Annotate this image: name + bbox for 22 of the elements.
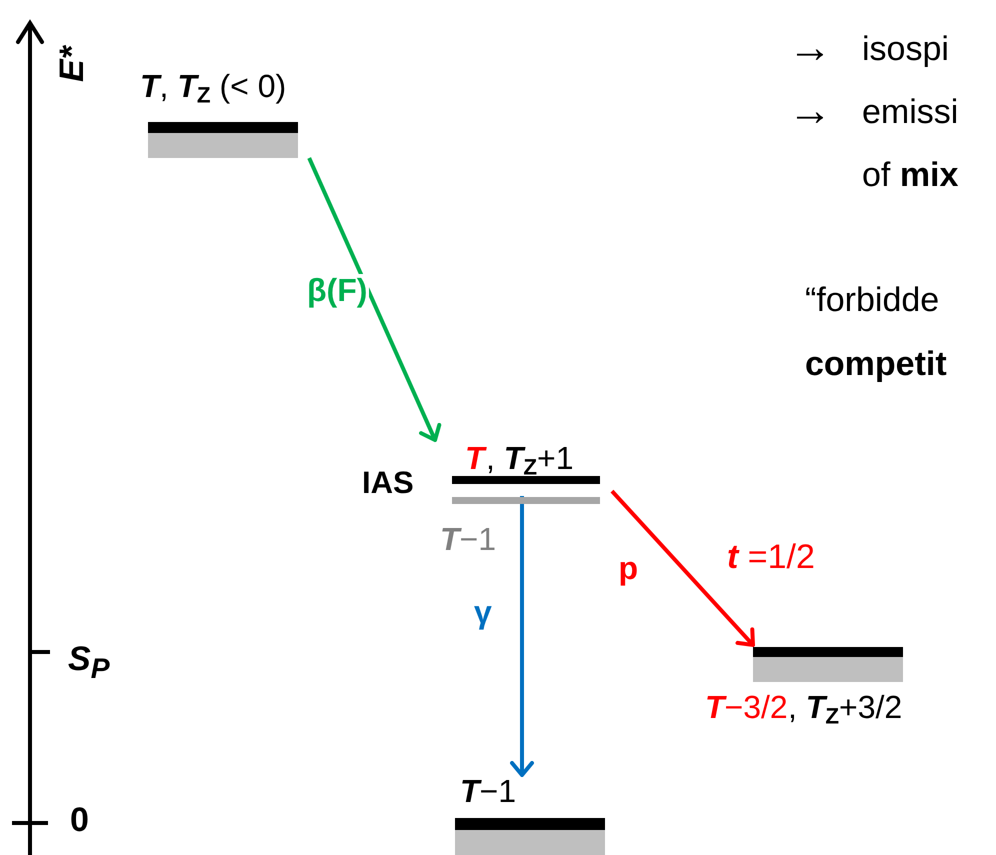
transition-arrow xyxy=(510,496,534,777)
text-label: → xyxy=(788,89,832,133)
text-label: → xyxy=(788,26,832,70)
level-label: T−3/2 xyxy=(705,691,788,723)
text-label: competit xyxy=(805,347,947,381)
text-label: isospi xyxy=(862,32,949,66)
level-label: T−1 xyxy=(460,775,516,807)
level-label: T xyxy=(465,442,485,474)
text-label: S$_{P}$ xyxy=(68,642,110,684)
level-label: , T$_{Z}$+3/2 xyxy=(788,691,902,728)
level-label: , T$_{Z}$+1 xyxy=(486,442,574,479)
text-label: emissi xyxy=(862,95,958,129)
text-label: of mix xyxy=(862,158,958,192)
level-label: IAS xyxy=(362,467,414,498)
text-label: “forbidde xyxy=(805,283,940,317)
text-label: 0 xyxy=(70,803,89,837)
axis-label: E* xyxy=(55,46,89,82)
transition-arrow xyxy=(307,157,442,442)
level-label: T, T$_{Z}$ (< 0) xyxy=(140,70,286,107)
level-label: T−1 xyxy=(440,523,496,555)
transition-arrow xyxy=(610,490,755,647)
text-label: t =1/2 xyxy=(727,540,815,574)
